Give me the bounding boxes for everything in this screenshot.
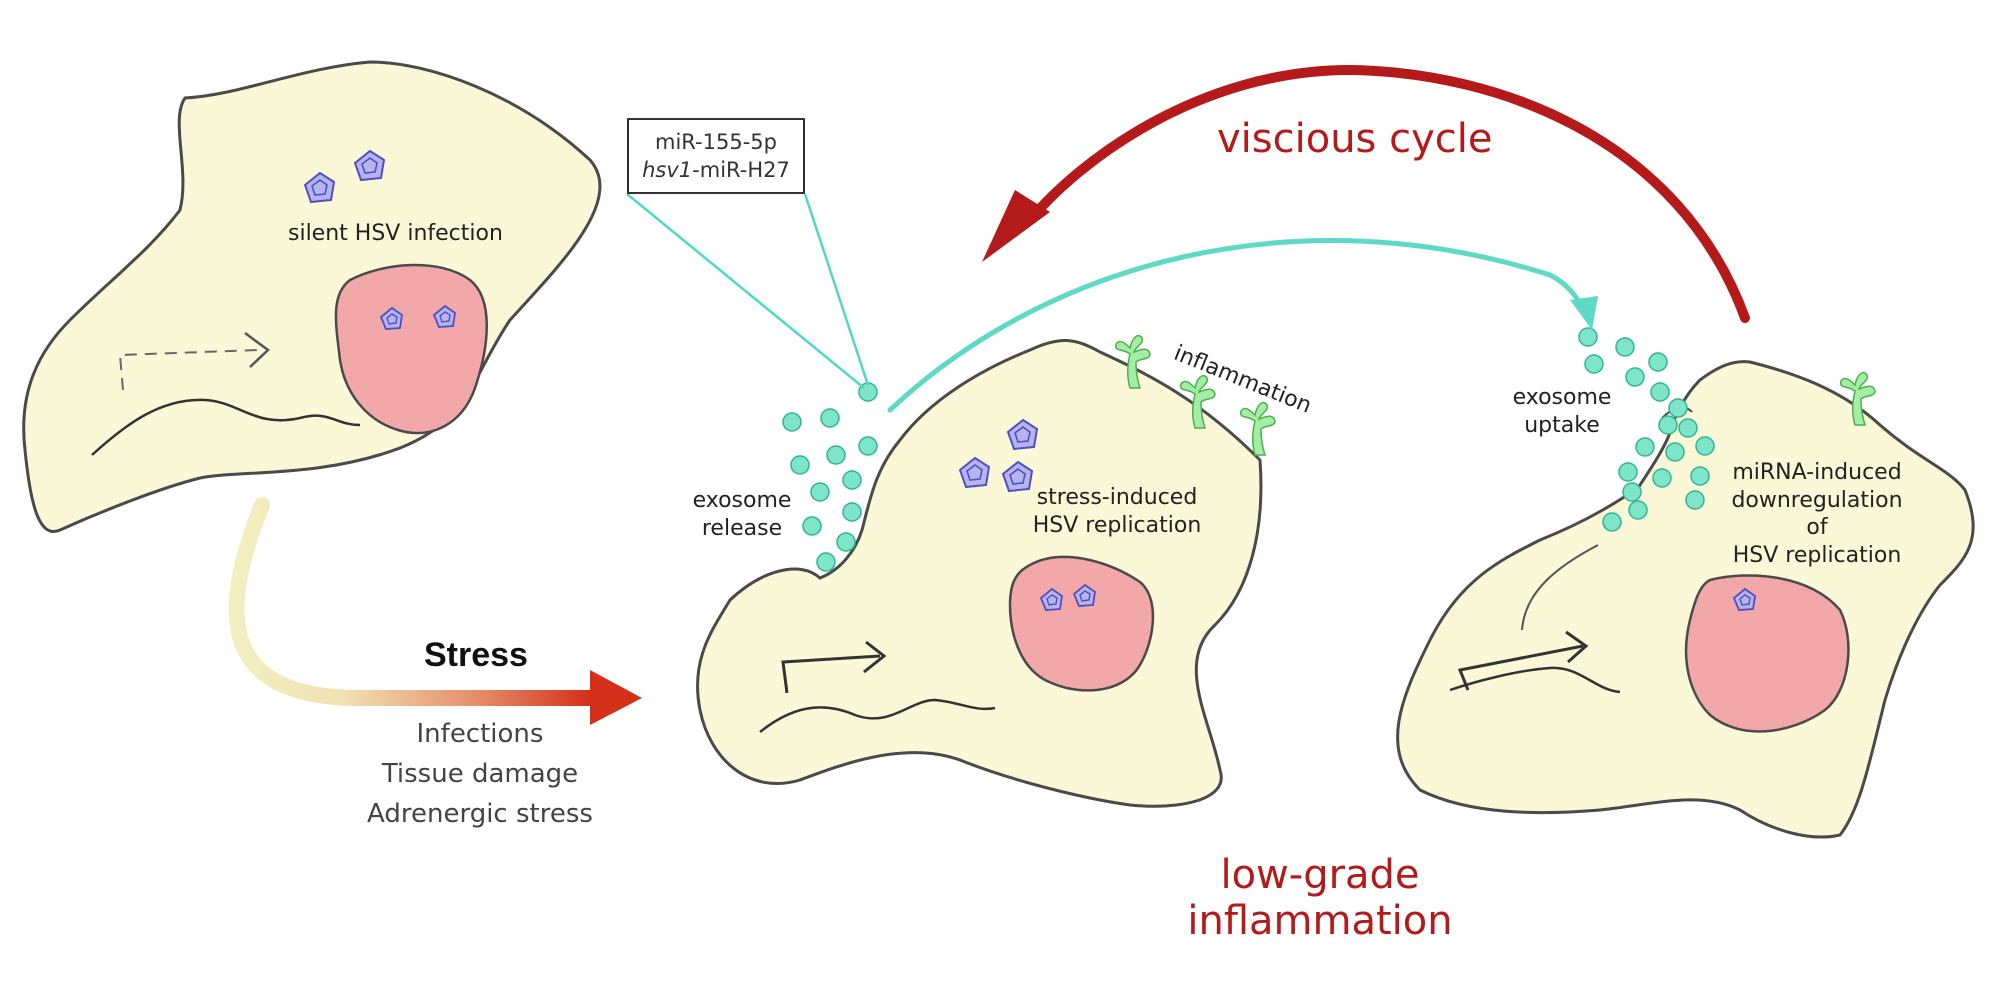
exosome-icon (858, 436, 878, 456)
label-exosome-release: exosome release (692, 488, 792, 541)
transcription-arrow (1457, 644, 1584, 691)
exosome-transfer-arrow (887, 238, 1591, 413)
label-stress-cause-infections: Infections (416, 719, 544, 749)
exosome-icon (1668, 398, 1688, 418)
exosome-icon (790, 455, 810, 475)
exosome-cluster-release (782, 382, 878, 572)
exosome-icon (1584, 354, 1604, 374)
stress-arrow (228, 497, 598, 707)
exosome-icon (836, 532, 856, 552)
dna-strand (91, 398, 361, 456)
mirna-box: miR-155-5p hsv1-miR-H27 (627, 118, 805, 194)
vicious-cycle-arrow (1025, 64, 1750, 323)
dna-strand (759, 698, 996, 733)
label-low-grade-inflammation: low-grade inflammation (1187, 852, 1453, 944)
callout-line (803, 193, 870, 386)
exosome-icon (1678, 418, 1698, 438)
cell-membrane (22, 60, 602, 533)
exosome-icon (782, 412, 802, 432)
membrane-thin-line (1521, 544, 1599, 631)
exosome-icon (1578, 327, 1598, 347)
dashed-arrow (118, 349, 259, 391)
exosome-icon (1615, 337, 1635, 357)
exosome-icon (1628, 500, 1648, 520)
exosome-icon (1648, 352, 1668, 372)
cell-nucleus (1684, 574, 1850, 733)
exosome-icon (1695, 436, 1715, 456)
mirna-italic-prefix: hsv1 (642, 158, 693, 182)
label-mirna-downregulation: miRNA-induced downregulation of HSV repl… (1731, 460, 1903, 568)
exosome-icon (1658, 415, 1678, 435)
exosome-icon (1625, 367, 1645, 387)
label-silent-infection: silent HSV infection (288, 221, 503, 246)
transcription-arrow-head-icon (1565, 630, 1589, 664)
exosome-icon (842, 502, 862, 522)
exosome-icon (816, 552, 836, 572)
exosome-icon (1622, 482, 1642, 502)
transcription-arrow (781, 654, 881, 694)
label-stress-cause-adrenergic: Adrenergic stress (367, 799, 593, 829)
exosome-icon (1690, 466, 1710, 486)
vicious-cycle-arrow-head-icon (982, 190, 1050, 262)
exosome-icon (1652, 468, 1672, 488)
label-vicious-cycle: viscious cycle (1217, 116, 1493, 162)
dna-strand (1449, 666, 1621, 694)
cell-nucleus (334, 263, 488, 435)
exosome-icon (810, 482, 830, 502)
label-stress-replication: stress-induced HSV replication (1032, 485, 1202, 538)
exosome-icon (826, 445, 846, 465)
cell-stress-induced (696, 334, 1276, 808)
mirna-suffix: -miR-H27 (692, 158, 790, 182)
exosome-icon (1685, 490, 1705, 510)
stress-arrow-head-icon (590, 670, 642, 725)
exosome-icon (820, 408, 840, 428)
dashed-arrow-head-icon (244, 331, 270, 368)
exosome-icon (1650, 382, 1670, 402)
label-stress: Stress (424, 636, 528, 674)
transcription-arrow-head-icon (863, 640, 887, 674)
cell-nucleus (1008, 555, 1155, 692)
exosome-transfer-arrow-head-icon (1570, 296, 1598, 330)
callout-line (626, 193, 865, 389)
exosome-icon (842, 470, 862, 490)
cell-mirna-downregulation (1396, 360, 1975, 839)
exosome-icon (1635, 437, 1655, 457)
exosome-icon (1665, 442, 1685, 462)
mirna-bottom-label: hsv1-miR-H27 (629, 156, 803, 184)
exosome-icon (1602, 512, 1622, 532)
exosome-icon (802, 516, 822, 536)
label-stress-cause-tissue-damage: Tissue damage (381, 759, 579, 789)
label-exosome-uptake: exosome uptake (1512, 385, 1612, 438)
exosome-icon (1618, 462, 1638, 482)
mirna-top-label: miR-155-5p (655, 130, 777, 154)
cell-silent-infection (22, 60, 602, 533)
cell-membrane (696, 338, 1263, 808)
cell-membrane (1396, 360, 1975, 839)
exosome-cluster-uptake (1578, 327, 1715, 532)
